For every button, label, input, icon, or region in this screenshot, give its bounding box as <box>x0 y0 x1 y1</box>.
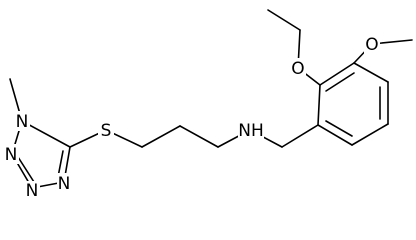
svg-text:O: O <box>365 35 378 55</box>
atom-n4: N <box>57 173 72 194</box>
svg-text:N: N <box>16 112 29 132</box>
bond-ar6-ar1 <box>317 124 353 146</box>
svg-text:O: O <box>291 59 304 79</box>
svg-text:N: N <box>26 181 39 201</box>
atom-o-methoxy: O <box>364 34 380 55</box>
bond-ethyl-ch3 <box>267 9 301 31</box>
atom-n1: N <box>15 111 30 132</box>
bond-ch2-ring <box>281 124 319 148</box>
atom-n2: N <box>4 144 19 165</box>
svg-text:N: N <box>58 174 71 194</box>
bond-c2-c3 <box>179 125 219 148</box>
svg-text:NH: NH <box>238 121 264 141</box>
atom-s: S <box>98 120 114 141</box>
svg-text:S: S <box>101 121 112 141</box>
bond-ar2-ar3 <box>319 62 355 86</box>
atom-nh: NH <box>238 120 264 141</box>
bond-ar6-ar1-inner <box>325 120 353 137</box>
bond-n4-c5-double <box>57 150 64 178</box>
molecule-structure: S NH O O N N N N <box>4 9 413 201</box>
bond-ar1-ar2 <box>317 84 321 126</box>
atom-n3: N <box>25 181 40 201</box>
bond-n2-n3-double <box>17 156 35 183</box>
bond-ar3-ar4 <box>353 62 389 83</box>
bond-ar2-ar3-inner <box>325 72 355 92</box>
atom-o-ethoxy: O <box>290 58 306 79</box>
structure-canvas: S NH O O N N N N <box>4 9 413 201</box>
svg-text:N: N <box>5 145 18 165</box>
bond-ar5-ar6 <box>351 123 389 146</box>
bond-c1-c2 <box>141 125 181 148</box>
